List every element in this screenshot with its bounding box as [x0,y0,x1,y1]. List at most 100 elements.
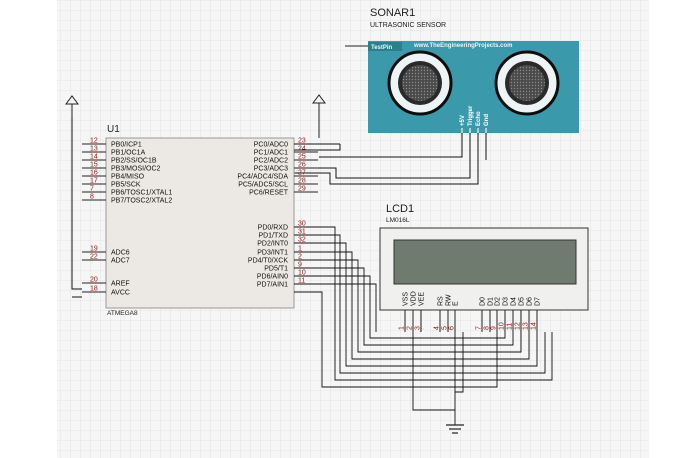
mcu-supply-wire [71,118,82,298]
mcu-pin-name: PC4/ADC4/SDA [237,174,288,181]
lcd-pin-number: 7 [476,326,483,330]
mcu-pin-number: 22 [90,254,98,261]
mcu-body [105,137,295,309]
mcu-pin-name: PD3/INT1 [257,250,288,257]
mcu-pin-number: 9 [298,262,302,269]
mcu-right-pins: 23PC0/ADC024PC1/ADC125PC2/ADC226PC3/ADC3… [237,138,341,289]
mcu-pin-number: 7 [90,186,94,193]
lcd-pin-number: 10 [499,322,506,330]
mcu-pin-name: PD2/INT0 [257,241,288,248]
lcd-pin-name: RW [446,294,453,306]
mcu-pin-number: 18 [90,286,98,293]
lcd-pin-number: 9 [491,326,498,330]
mcu-pin-name: PB6/TOSC1/XTAL1 [111,190,172,197]
mcu-pin-number: 31 [298,229,306,236]
mcu-pin-number: 29 [298,186,306,193]
mcu-pin-name: PD7/AIN1 [257,282,288,289]
mcu-pin-name: PD6/AIN0 [257,274,288,281]
mcu-pin-name: PC5/ADC5/SCL [238,182,288,189]
mcu-pin-number: 28 [298,178,306,185]
microcontroller[interactable]: U1 ATMEGA8 12PB0/ICP113PB1/OC1A14PB2/SS/… [82,124,341,317]
lcd-ref: LCD1 [386,203,414,215]
sonar-testpin-tag [368,42,402,51]
lcd-pin-number: 13 [523,322,530,330]
mcu-pin-name: PC3/ADC3 [254,166,288,173]
mcu-pin-name: ADC7 [111,258,130,265]
mcu-pin-number: 16 [90,170,98,177]
mcu-pin-number: 1 [298,246,302,253]
lcd-pin-number: 5 [442,326,449,330]
lcd-pin-number: 1 [399,326,406,330]
lcd-pin-number: 14 [531,322,538,330]
lcd-pin-name: D7 [535,297,542,306]
mcu-pin-number: 20 [90,277,98,284]
mcu-pin-number: 2 [298,254,302,261]
power-arrow-right [312,94,326,138]
lcd-pin-name: VSS [403,292,410,306]
mcu-pin-number: 11 [298,278,305,285]
mcu-pin-number: 15 [90,162,98,169]
lcd-pin-name: VDD [411,291,418,306]
lcd-pin-name: RS [438,296,445,306]
lcd-pin-number: 2 [407,326,414,330]
mcu-pin-name: PC0/ADC0 [254,142,288,149]
sonar-sensor[interactable]: SONAR1 ULTRASONIC SENSOR TestPin www.The… [345,7,579,135]
lcd-pin-name: D2 [495,297,502,306]
mcu-pin-name: AVCC [111,290,130,297]
sonar-testpin-label: TestPin [371,45,393,51]
lcd-pin-number: 3 [415,326,422,330]
lcd-pin-name: D3 [503,297,510,306]
mcu-pin-name: PC2/ADC2 [254,158,288,165]
mcu-pin-name: PB7/TOSC2/XTAL2 [111,198,172,205]
mcu-pin-number: 13 [90,146,98,153]
mcu-pin-number: 25 [298,154,306,161]
lcd-pin-name: D0 [480,297,487,306]
mcu-pin-number: 32 [298,237,306,244]
mcu-pin-name: PC1/ADC1 [254,150,288,157]
lcd-module[interactable]: LCD1 LM016L 1VSS2VDD3VEE4RS5RW6E7D08D19D… [379,203,589,332]
mcu-pin-name: PD5/T1 [264,266,288,273]
mcu-pin-number: 24 [298,146,306,153]
lcd-pin-name: D6 [527,297,534,306]
sonar-pin-label: Trigger [468,105,474,126]
lcd-pin-name: E [453,301,460,306]
mcu-pin-name: PB1/OC1A [111,150,146,157]
mcu-part: ATMEGA8 [107,310,138,317]
lcd-pin-number: 4 [434,326,441,330]
ground-symbol [446,424,464,434]
mcu-pin-name: PB3/MOSI/OC2 [111,166,161,173]
mcu-pin-name: PD0/RXD [258,225,288,232]
lcd-pin-number: 8 [484,326,491,330]
sonar-type: ULTRASONIC SENSOR [370,22,446,29]
mcu-pin-number: 27 [298,170,306,177]
mcu-ref: U1 [107,124,120,135]
mcu-pin-name: PD1/TXD [258,233,288,240]
mcu-pin-name: PB0/ICP1 [111,142,142,149]
mcu-pin-name: ADC6 [111,250,130,257]
mcu-pin-number: 12 [90,138,98,145]
lcd-pin-name: D5 [519,297,526,306]
lcd-pin-name: D1 [488,297,495,306]
sonar-transducer-right [494,50,560,116]
sonar-website: www.TheEngineeringProjects.com [413,43,512,49]
sonar-wires [294,133,487,185]
mcu-pin-name: PD4/T0/XCK [248,258,288,265]
mcu-pin-number: 26 [298,162,306,169]
lcd-pin-number: 12 [515,322,522,330]
mcu-pin-number: 17 [90,178,98,185]
sonar-ref: SONAR1 [370,7,415,19]
sonar-pin-label: +5V [460,115,466,126]
lcd-pins: 1VSS2VDD3VEE4RS5RW6E7D08D19D210D311D412D… [399,291,542,332]
power-arrow-left [65,95,79,118]
sonar-transducer-left [387,50,453,116]
mcu-pin-number: 19 [90,246,98,253]
mcu-pin-name: PB5/SCK [111,182,141,189]
mcu-pin-name: PB2/SS/OC1B [111,158,157,165]
lcd-screen [393,239,577,285]
sonar-pin-label: Echo [476,111,482,126]
mcu-pin-number: 14 [90,154,98,161]
lcd-wires [294,226,553,425]
